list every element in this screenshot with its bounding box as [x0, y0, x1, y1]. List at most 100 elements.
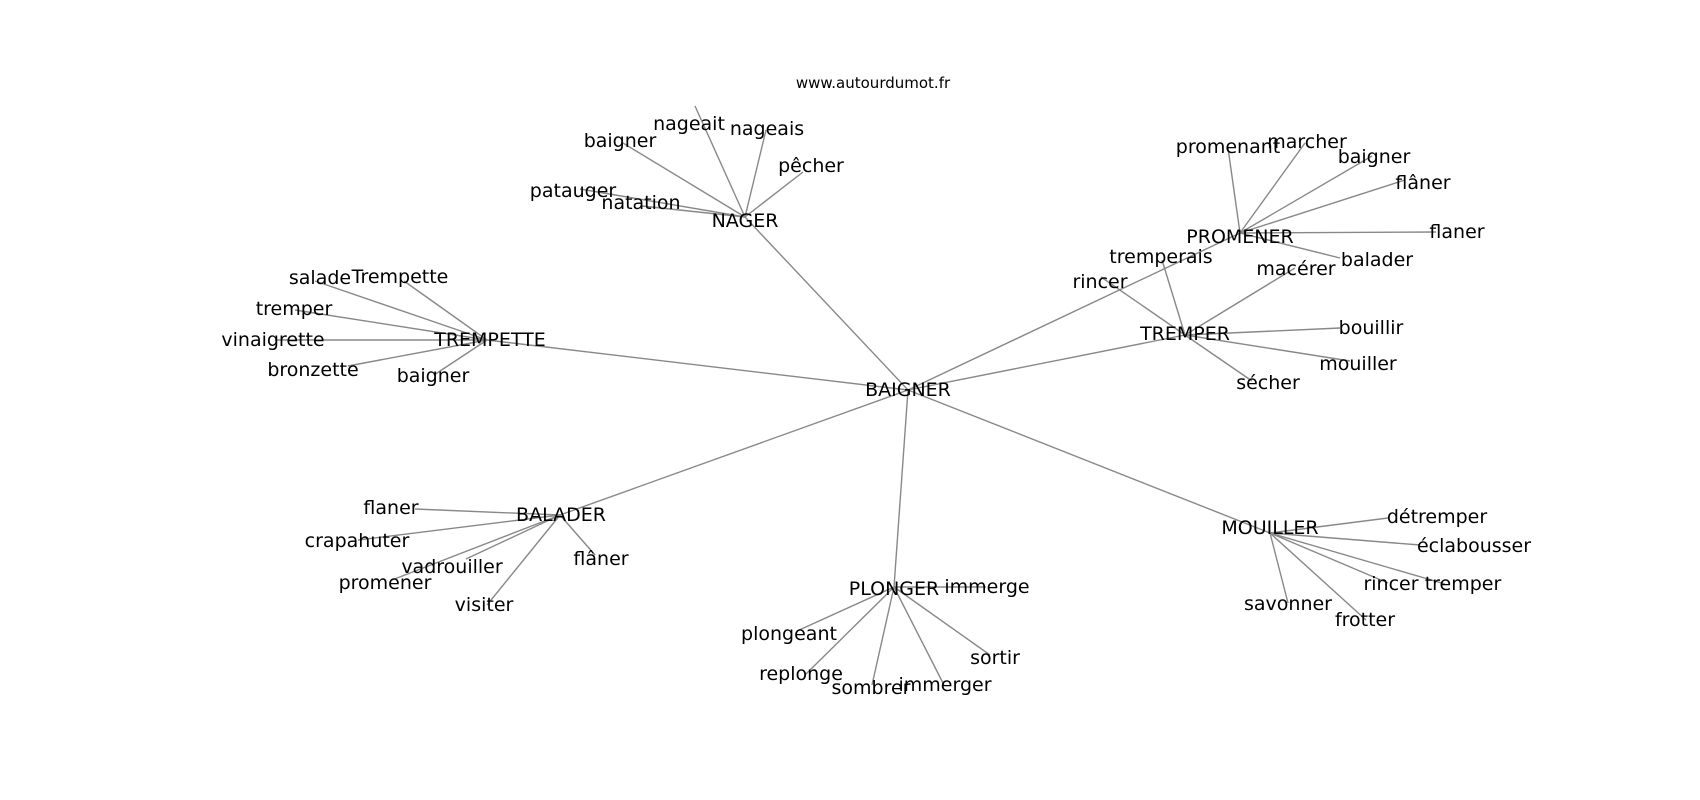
- edge-mouiller-word: [1269, 532, 1446, 585]
- edge-tremper-word: [1161, 259, 1186, 336]
- word-node[interactable]: tremper: [256, 298, 333, 320]
- hub-node-promener[interactable]: PROMENER: [1186, 226, 1293, 248]
- edge-promener-word: [1239, 179, 1406, 234]
- edge-balader-word: [559, 514, 596, 556]
- word-node[interactable]: détremper: [1387, 506, 1488, 528]
- word-node[interactable]: plongeant: [741, 623, 837, 645]
- edge-center-balader: [559, 389, 909, 516]
- word-node[interactable]: Trempette: [351, 266, 449, 288]
- word-node[interactable]: pêcher: [778, 155, 844, 177]
- edge-promener-word: [1239, 155, 1373, 234]
- word-node[interactable]: nageait: [653, 113, 725, 135]
- edge-balader-word: [357, 514, 561, 541]
- edge-tremper-word: [1184, 334, 1351, 362]
- word-node[interactable]: replonge: [759, 663, 843, 685]
- edge-nager-word: [579, 188, 746, 218]
- edge-trempette-word: [403, 280, 488, 341]
- word-node[interactable]: vinaigrette: [221, 329, 324, 351]
- word-node[interactable]: promenant: [1176, 136, 1280, 158]
- edge-tremper-word: [1184, 267, 1296, 336]
- edge-nager-word: [744, 129, 767, 218]
- word-node[interactable]: bronzette: [267, 359, 358, 381]
- word-node[interactable]: flâner: [1395, 172, 1450, 194]
- edge-trempette-word: [294, 309, 488, 341]
- hub-node-nager[interactable]: NAGER: [712, 210, 779, 232]
- word-node[interactable]: natation: [601, 192, 680, 214]
- word-node[interactable]: savonner: [1244, 593, 1332, 615]
- word-node[interactable]: nageais: [730, 118, 804, 140]
- word-node[interactable]: bouillir: [1339, 317, 1404, 339]
- edge-center-plonger: [893, 389, 909, 588]
- word-node[interactable]: flaner: [363, 497, 418, 519]
- center-word[interactable]: BAIGNER: [865, 379, 951, 401]
- word-node[interactable]: tremper: [1425, 573, 1502, 595]
- edge-nager-word: [694, 105, 746, 218]
- edge-center-trempette: [486, 339, 909, 391]
- word-node[interactable]: sécher: [1236, 372, 1300, 394]
- hub-node-plonger[interactable]: PLONGER: [849, 578, 939, 600]
- edge-balader-word: [414, 508, 561, 516]
- edge-promener-word: [1239, 142, 1306, 234]
- edge-center-nager: [744, 216, 909, 391]
- edge-mouiller-word: [1269, 532, 1367, 621]
- edge-plonger-word: [893, 586, 991, 656]
- edge-mouiller-word: [1269, 517, 1389, 534]
- edge-mouiller-word: [1269, 532, 1421, 546]
- edge-plonger-word: [893, 586, 945, 686]
- edge-balader-word: [465, 514, 561, 560]
- word-node[interactable]: baigner: [1338, 146, 1411, 168]
- edge-balader-word: [391, 514, 561, 581]
- edge-promener-word: [1239, 231, 1437, 234]
- word-node[interactable]: visiter: [455, 594, 514, 616]
- hub-node-balader[interactable]: BALADER: [516, 504, 606, 526]
- word-node[interactable]: crapahuter: [305, 530, 410, 552]
- edge-trempette-word: [433, 339, 488, 376]
- word-node[interactable]: baigner: [397, 365, 470, 387]
- edge-trempette-word: [347, 339, 488, 367]
- edge-nager-word: [744, 171, 804, 218]
- word-node[interactable]: frotter: [1335, 609, 1395, 631]
- edge-plonger-word: [805, 586, 895, 675]
- edge-trempette-word: [314, 280, 488, 341]
- edge-plonger-word: [871, 586, 895, 686]
- site-url: www.autourdumot.fr: [796, 74, 951, 92]
- edge-nager-word: [641, 205, 746, 218]
- edge-promener-word: [1239, 232, 1341, 259]
- word-node[interactable]: promener: [339, 572, 432, 594]
- word-node[interactable]: balader: [1341, 249, 1413, 271]
- word-node[interactable]: marcher: [1267, 131, 1347, 153]
- word-node[interactable]: salade: [289, 267, 351, 289]
- word-node[interactable]: flaner: [1429, 221, 1484, 243]
- edge-tremper-word: [1184, 327, 1341, 336]
- word-node[interactable]: baigner: [584, 130, 657, 152]
- word-node[interactable]: mouiller: [1319, 353, 1397, 375]
- hub-node-trempette[interactable]: TREMPETTE: [433, 329, 546, 351]
- word-node[interactable]: patauger: [530, 180, 617, 202]
- edge-nager-word: [622, 142, 746, 218]
- word-node[interactable]: sombrer: [832, 677, 911, 699]
- edge-mouiller-word: [1269, 532, 1389, 584]
- word-node[interactable]: éclabousser: [1417, 535, 1531, 557]
- edge-center-promener: [907, 232, 1241, 391]
- word-node[interactable]: tremperais: [1109, 246, 1212, 268]
- edge-mouiller-word: [1269, 532, 1289, 604]
- word-node[interactable]: vadrouiller: [401, 556, 503, 578]
- word-node[interactable]: immerger: [898, 674, 991, 696]
- word-node[interactable]: immerge: [944, 576, 1029, 598]
- word-node[interactable]: rincer: [1072, 271, 1127, 293]
- edge-plonger-word: [796, 586, 895, 632]
- edge-promener-word: [1227, 147, 1241, 234]
- word-node[interactable]: sortir: [970, 647, 1020, 669]
- word-node[interactable]: flâner: [573, 548, 628, 570]
- graph-edges: [275, 105, 1446, 686]
- edge-balader-word: [486, 514, 561, 606]
- edge-center-tremper: [907, 334, 1186, 391]
- hub-node-mouiller[interactable]: MOUILLER: [1221, 517, 1318, 539]
- edge-tremper-word: [1100, 276, 1186, 336]
- word-node[interactable]: rincer: [1363, 573, 1418, 595]
- word-node[interactable]: macérer: [1256, 258, 1335, 280]
- edge-center-mouiller: [907, 389, 1271, 534]
- hub-node-tremper[interactable]: TREMPER: [1139, 323, 1230, 345]
